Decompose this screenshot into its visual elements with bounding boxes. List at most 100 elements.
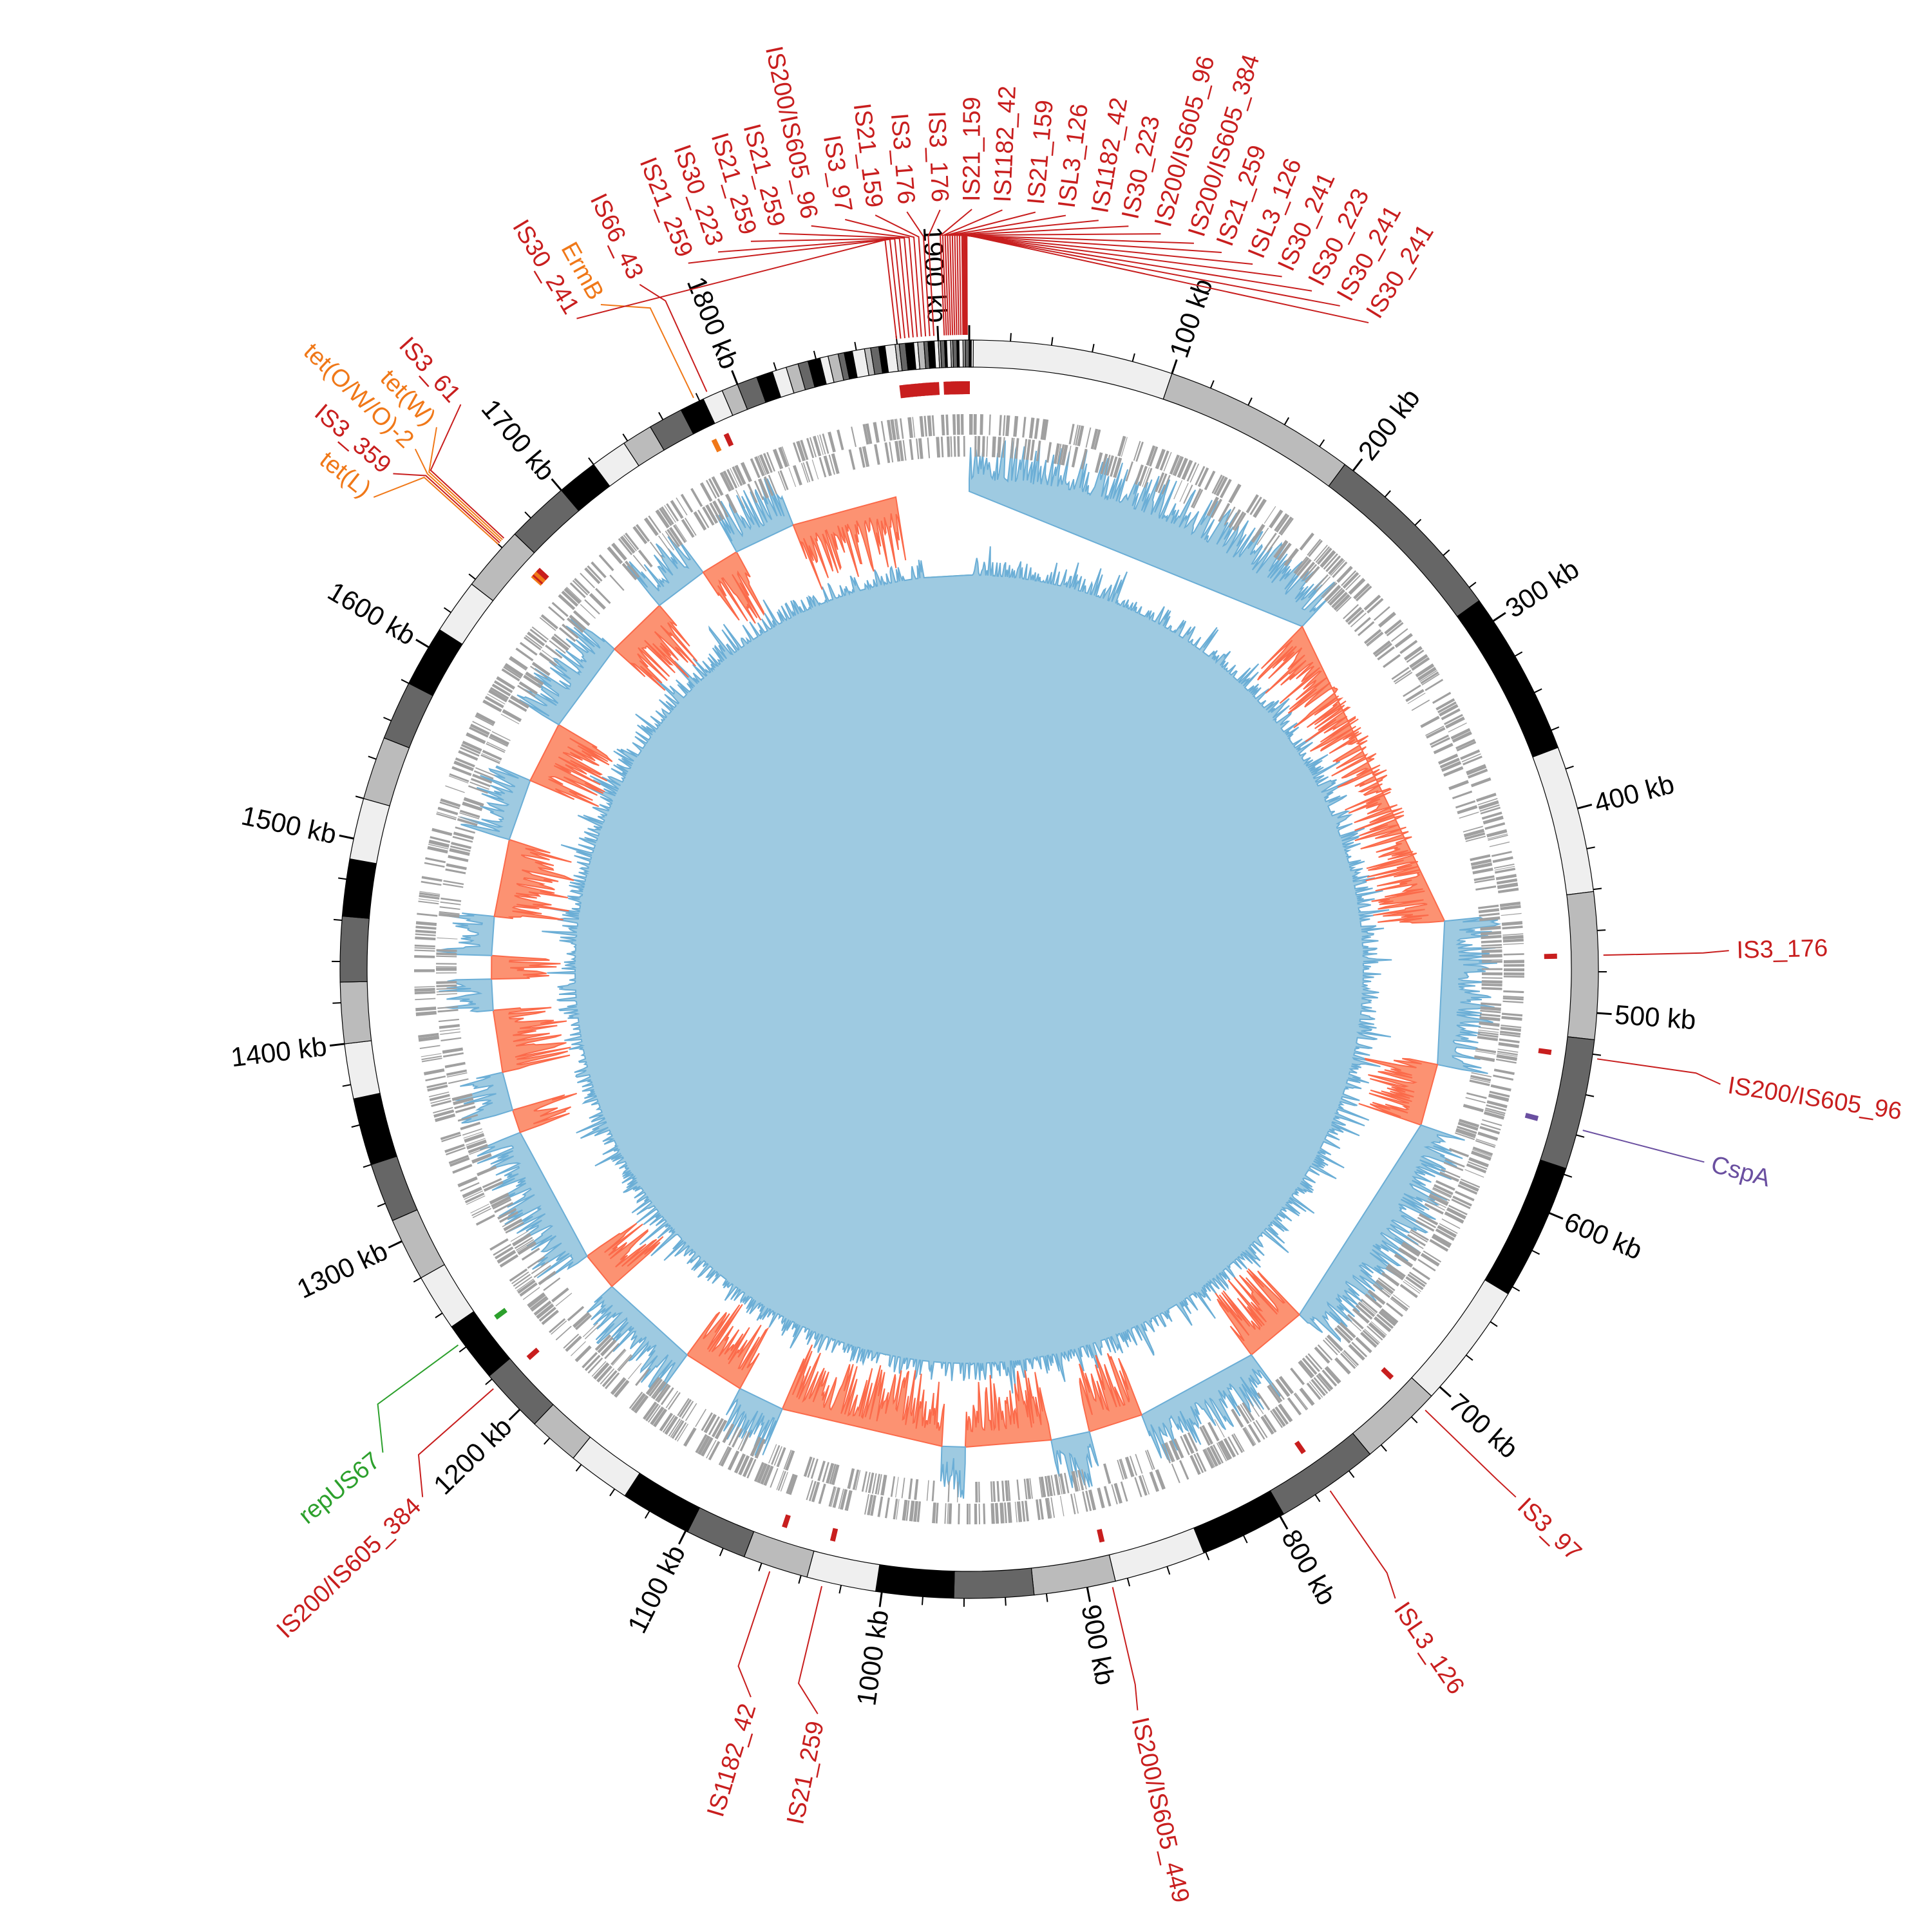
feature-mark (1524, 1112, 1539, 1121)
gc-skew-negative-area (511, 1092, 577, 1133)
minor-tick (1586, 1094, 1595, 1097)
minor-tick (413, 1277, 422, 1283)
minor-tick (1592, 1053, 1602, 1056)
minor-tick (1466, 1354, 1473, 1361)
minor-tick (1511, 1286, 1520, 1292)
gc-skew-negative-area (493, 838, 574, 921)
major-tick (551, 478, 562, 491)
label-leader-line (954, 233, 1161, 336)
contig-segment (349, 798, 390, 864)
label-leader-line (949, 220, 1099, 336)
gc-skew-negative-area (1078, 1352, 1143, 1433)
gc-skew-positive-area (1141, 1354, 1282, 1462)
contig-segment (1566, 891, 1599, 1041)
contig-segment (1162, 373, 1346, 487)
gc-skew-positive-area (627, 536, 705, 607)
feature-mark (934, 382, 940, 395)
label-leader-line (811, 225, 918, 337)
gc-skew-positive-area (439, 978, 494, 1012)
feature-mark (1097, 1528, 1105, 1543)
tick-label: 1100 kb (621, 1540, 691, 1638)
contig-segment (964, 339, 970, 368)
label-leader-line (956, 234, 1194, 336)
label-leader-line (927, 209, 941, 336)
minor-tick (1597, 929, 1606, 931)
major-tick (388, 1240, 402, 1249)
tick-label: 700 kb (1443, 1388, 1524, 1464)
minor-tick (435, 1312, 443, 1318)
gc-skew-negative-area (686, 1303, 770, 1390)
minor-tick (1209, 380, 1215, 389)
minor-tick (1005, 1597, 1007, 1606)
feature-mark (1294, 1441, 1306, 1455)
feature-mark (829, 1528, 838, 1542)
feature-mark (526, 1347, 540, 1360)
gc-skew-negative-area (586, 1222, 664, 1288)
tick-label: 1500 kb (239, 800, 339, 849)
minor-tick (1531, 1249, 1540, 1255)
feature-mark (1538, 1048, 1552, 1056)
minor-tick (1126, 1578, 1131, 1587)
label-leader-line (940, 209, 972, 336)
feature-mark (494, 1307, 507, 1320)
contig-segment (1352, 1377, 1432, 1455)
major-tick (1439, 1386, 1452, 1397)
label-leader-line (797, 1586, 823, 1714)
minor-tick (1319, 439, 1325, 448)
label-leader-line (428, 427, 503, 540)
label-leader-line (966, 234, 1369, 336)
minor-tick (609, 1488, 616, 1497)
gc-skew-track (436, 439, 1502, 1499)
gc-skew-negative-area (492, 1007, 571, 1074)
minor-tick (524, 511, 531, 519)
label-leader-line (600, 303, 694, 399)
major-tick (878, 1592, 883, 1607)
feature-label: IS200/IS605_449 (1126, 1715, 1195, 1906)
minor-tick (1414, 518, 1422, 526)
gc-skew-negative-area (702, 551, 764, 624)
feature-label: IS200/IS605_96 (1726, 1072, 1904, 1126)
contig-segment (1540, 1036, 1595, 1170)
minor-tick (401, 679, 410, 684)
minor-tick (575, 1464, 582, 1472)
minor-tick (338, 877, 347, 880)
minor-tick (355, 795, 364, 799)
minor-tick (1514, 651, 1523, 657)
minor-tick (1443, 549, 1450, 556)
feature-mark (965, 381, 970, 395)
tick-label: 400 kb (1591, 768, 1678, 819)
tick-label: 200 kb (1352, 383, 1426, 466)
minor-tick (813, 350, 817, 359)
feature-label: ISL3_126 (1054, 102, 1094, 210)
minor-tick (854, 341, 857, 351)
minor-tick (1410, 1416, 1418, 1424)
contig-segment (1269, 1432, 1371, 1515)
minor-tick (1564, 1173, 1573, 1178)
label-leader-line (430, 404, 505, 539)
minor-tick (798, 1575, 802, 1584)
contig-segment (1456, 600, 1559, 758)
tick-label: 1200 kb (428, 1412, 518, 1501)
gc-skew-positive-area (940, 1445, 966, 1499)
label-leader-line (1425, 1409, 1517, 1498)
contig-segment (806, 1550, 880, 1592)
minor-tick (1384, 490, 1391, 498)
gc-skew-positive-area (1050, 1430, 1099, 1488)
contig-segment (1030, 1554, 1116, 1596)
minor-tick (383, 717, 392, 722)
minor-tick (644, 1510, 650, 1519)
minor-tick (658, 412, 664, 421)
minor-tick (351, 1124, 360, 1128)
label-leader-line (1329, 1490, 1396, 1599)
gc-skew-negative-area (1215, 1268, 1301, 1356)
minor-tick (1593, 887, 1602, 891)
feature-label: IS3_176 (923, 111, 953, 203)
feature-mark (711, 438, 722, 453)
label-leader-line (942, 209, 1003, 336)
minor-tick (1380, 1444, 1387, 1452)
minor-tick (1132, 353, 1135, 362)
major-tick (1171, 359, 1178, 374)
feature-label: IS1182_42 (989, 85, 1021, 203)
contig-segment (875, 1564, 955, 1599)
